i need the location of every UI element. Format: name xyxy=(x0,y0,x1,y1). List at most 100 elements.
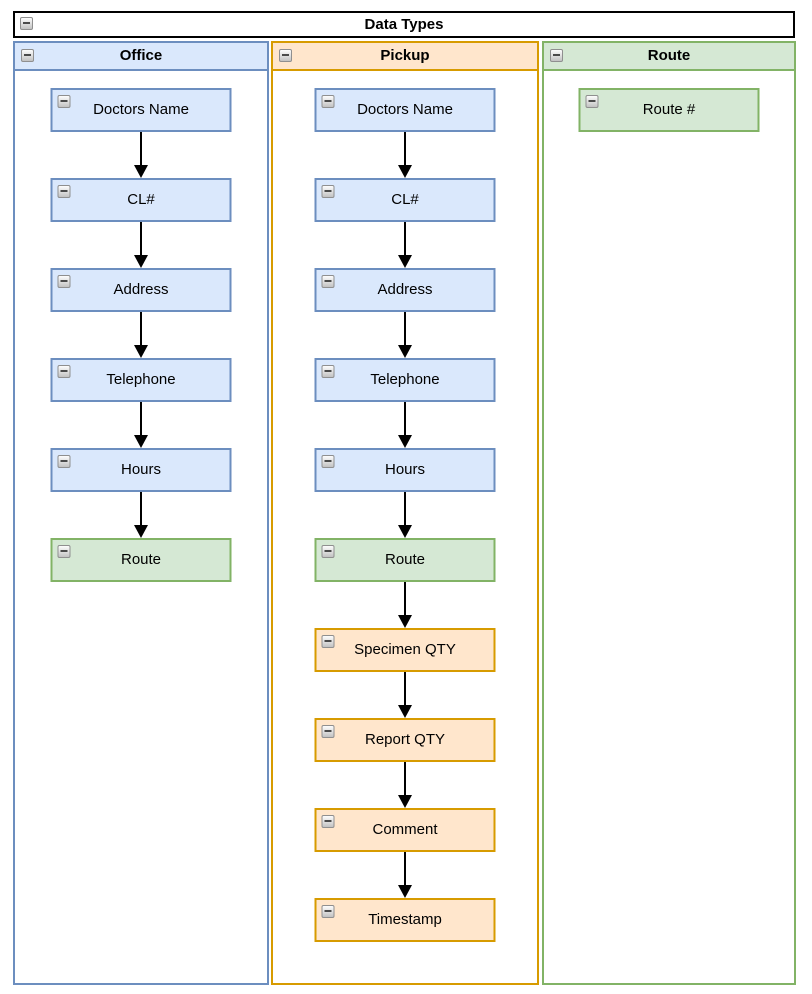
arrow-shaft xyxy=(404,582,406,616)
node-label: Route xyxy=(384,551,426,568)
collapse-minus-icon[interactable] xyxy=(550,49,563,62)
arrow-shaft xyxy=(140,492,142,526)
column-header-route[interactable]: Route xyxy=(544,43,794,71)
node-label: Report QTY xyxy=(364,731,446,748)
column-label-route: Route xyxy=(647,47,691,64)
arrowhead-down-icon xyxy=(398,525,412,538)
collapse-minus-icon[interactable] xyxy=(57,545,71,558)
collapse-minus-icon[interactable] xyxy=(21,49,34,62)
node-label: Telephone xyxy=(106,371,176,388)
data-types-container[interactable]: Data Types xyxy=(13,11,795,38)
collapse-minus-icon[interactable] xyxy=(57,455,71,468)
arrow-shaft xyxy=(404,222,406,256)
arrowhead-down-icon xyxy=(398,705,412,718)
arrowhead-down-icon xyxy=(398,885,412,898)
collapse-minus-icon[interactable] xyxy=(585,95,599,108)
node-label: Doctors Name xyxy=(357,101,453,118)
node-hours[interactable]: Hours xyxy=(50,448,232,492)
arrowhead-down-icon xyxy=(134,525,148,538)
connector-arrow[interactable] xyxy=(134,222,148,268)
connector-arrow[interactable] xyxy=(398,132,412,178)
node-route[interactable]: Route xyxy=(314,538,496,582)
connector-arrow[interactable] xyxy=(398,582,412,628)
node-label: Route xyxy=(120,551,162,568)
node-address[interactable]: Address xyxy=(50,268,232,312)
collapse-minus-icon[interactable] xyxy=(321,275,335,288)
collapse-minus-icon[interactable] xyxy=(57,365,71,378)
collapse-minus-icon[interactable] xyxy=(321,545,335,558)
connector-arrow[interactable] xyxy=(398,852,412,898)
node-label: Hours xyxy=(384,461,425,478)
node-label: Address xyxy=(377,281,433,298)
arrow-shaft xyxy=(404,132,406,166)
connector-arrow[interactable] xyxy=(398,222,412,268)
arrow-shaft xyxy=(404,402,406,436)
connector-arrow[interactable] xyxy=(134,312,148,358)
arrow-shaft xyxy=(404,852,406,886)
node-label: Telephone xyxy=(370,371,440,388)
collapse-minus-icon[interactable] xyxy=(279,49,292,62)
connector-arrow[interactable] xyxy=(134,402,148,448)
arrow-shaft xyxy=(140,222,142,256)
collapse-minus-icon[interactable] xyxy=(321,905,335,918)
arrow-shaft xyxy=(140,132,142,166)
node-doctors-name[interactable]: Doctors Name xyxy=(314,88,496,132)
column-header-pickup[interactable]: Pickup xyxy=(273,43,537,71)
arrowhead-down-icon xyxy=(398,615,412,628)
collapse-minus-icon[interactable] xyxy=(321,635,335,648)
node-hours[interactable]: Hours xyxy=(314,448,496,492)
node-label: Comment xyxy=(372,821,438,838)
node-route[interactable]: Route # xyxy=(578,88,760,132)
node-label: CL# xyxy=(127,191,155,208)
node-doctors-name[interactable]: Doctors Name xyxy=(50,88,232,132)
arrowhead-down-icon xyxy=(398,255,412,268)
connector-arrow[interactable] xyxy=(398,312,412,358)
node-label: Specimen QTY xyxy=(354,641,456,658)
collapse-minus-icon[interactable] xyxy=(57,185,71,198)
arrowhead-down-icon xyxy=(134,345,148,358)
arrow-shaft xyxy=(404,492,406,526)
column-label-office: Office xyxy=(119,47,163,64)
arrowhead-down-icon xyxy=(134,255,148,268)
connector-arrow[interactable] xyxy=(398,672,412,718)
collapse-minus-icon[interactable] xyxy=(20,17,33,30)
node-cl[interactable]: CL# xyxy=(314,178,496,222)
column-label-pickup: Pickup xyxy=(380,47,430,64)
diagram-title: Data Types xyxy=(364,16,444,33)
collapse-minus-icon[interactable] xyxy=(321,365,335,378)
collapse-minus-icon[interactable] xyxy=(57,95,71,108)
arrowhead-down-icon xyxy=(398,435,412,448)
collapse-minus-icon[interactable] xyxy=(321,725,335,738)
arrowhead-down-icon xyxy=(398,165,412,178)
arrowhead-down-icon xyxy=(134,165,148,178)
collapse-minus-icon[interactable] xyxy=(57,275,71,288)
connector-arrow[interactable] xyxy=(398,402,412,448)
node-report-qty[interactable]: Report QTY xyxy=(314,718,496,762)
node-cl[interactable]: CL# xyxy=(50,178,232,222)
node-specimen-qty[interactable]: Specimen QTY xyxy=(314,628,496,672)
node-label: Timestamp xyxy=(368,911,442,928)
collapse-minus-icon[interactable] xyxy=(321,95,335,108)
connector-arrow[interactable] xyxy=(398,762,412,808)
node-telephone[interactable]: Telephone xyxy=(50,358,232,402)
node-route[interactable]: Route xyxy=(50,538,232,582)
arrowhead-down-icon xyxy=(398,345,412,358)
arrow-shaft xyxy=(404,762,406,796)
arrow-shaft xyxy=(404,312,406,346)
node-label: Hours xyxy=(120,461,161,478)
arrow-shaft xyxy=(404,672,406,706)
node-telephone[interactable]: Telephone xyxy=(314,358,496,402)
column-header-office[interactable]: Office xyxy=(15,43,267,71)
connector-arrow[interactable] xyxy=(134,132,148,178)
collapse-minus-icon[interactable] xyxy=(321,185,335,198)
connector-arrow[interactable] xyxy=(398,492,412,538)
collapse-minus-icon[interactable] xyxy=(321,815,335,828)
node-timestamp[interactable]: Timestamp xyxy=(314,898,496,942)
connector-arrow[interactable] xyxy=(134,492,148,538)
collapse-minus-icon[interactable] xyxy=(321,455,335,468)
node-comment[interactable]: Comment xyxy=(314,808,496,852)
node-label: Address xyxy=(113,281,169,298)
node-address[interactable]: Address xyxy=(314,268,496,312)
